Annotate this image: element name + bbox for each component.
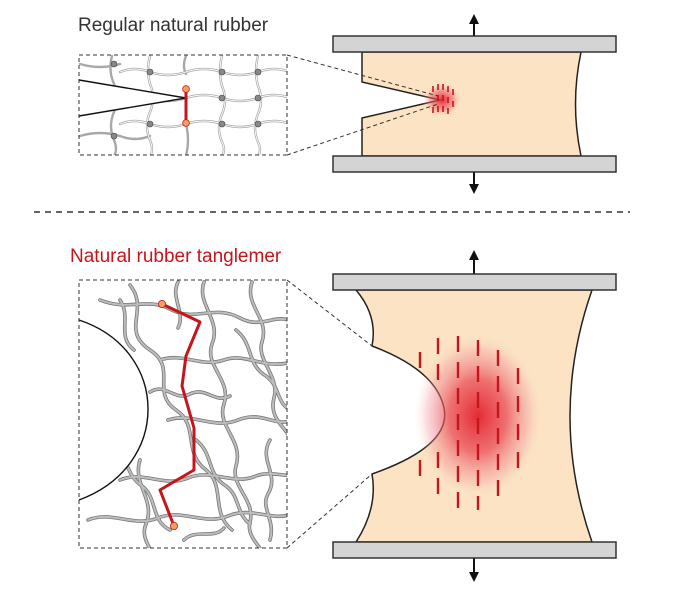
arrow-up-icon [469, 14, 479, 36]
network-inset-regular [78, 54, 288, 156]
arrow-down-icon [469, 172, 479, 194]
top-clamp-upper [332, 35, 617, 53]
bottom-clamp-lower [332, 541, 617, 559]
zoom-lines-top [286, 54, 439, 156]
rubber-specimen-regular [361, 51, 582, 157]
top-clamp-lower [332, 155, 617, 173]
bottom-clamp-upper [332, 273, 617, 291]
highlighted-chain [158, 302, 202, 528]
title-regular-natural-rubber: Regular natural rubber [78, 15, 269, 36]
top-panel [78, 14, 617, 194]
arrow-down-icon [469, 558, 479, 582]
bottom-panel [78, 250, 617, 582]
network-inset-tanglemer [78, 279, 288, 549]
zoom-lines-bottom [286, 279, 373, 549]
title-natural-rubber-tanglemer: Natural rubber tanglemer [70, 246, 282, 267]
arrow-up-icon [469, 250, 479, 274]
crack-tip-stress-zone [422, 83, 462, 117]
notch-stress-zone [414, 334, 542, 510]
